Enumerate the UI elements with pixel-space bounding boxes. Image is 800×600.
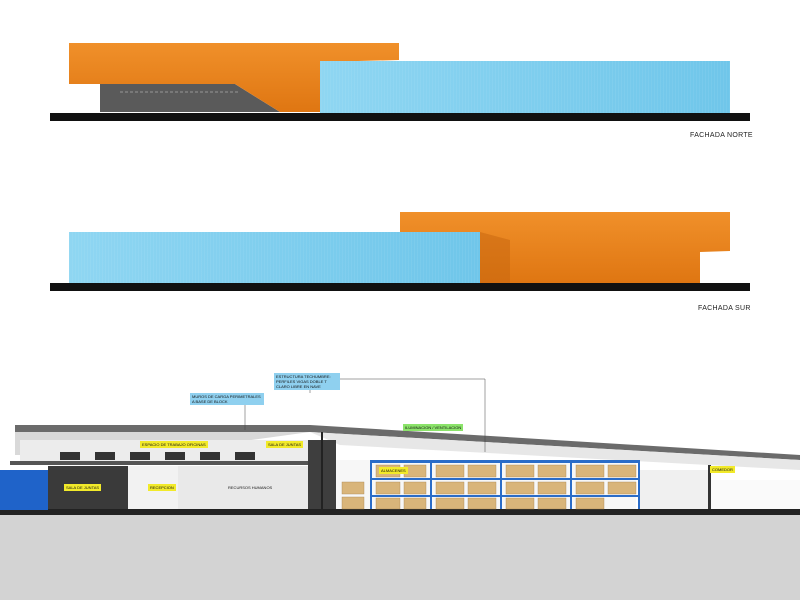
section-upper-slab — [10, 461, 330, 465]
south-facade-shadow — [480, 232, 510, 283]
north-facade-ground-line — [50, 113, 750, 121]
room-dining: COMEDOR — [710, 466, 735, 473]
south-facade — [50, 212, 750, 291]
north-facade-dark-volume — [100, 84, 280, 112]
building-section — [0, 374, 800, 600]
callout-walls: MUROS DE CARGA PERIMETRALES A BASE DE BL… — [190, 393, 264, 405]
callout-structure: ESTRUCTURA TECHUMBRE: PERFILES VIGAS DOB… — [274, 373, 340, 390]
section-roof-right-underside — [310, 432, 800, 470]
room-office-space: ESPACIO DE TRABAJO OFICINAS — [140, 441, 208, 448]
north-facade-label: FACHADA NORTE — [690, 132, 753, 139]
section-warehouse-racks — [370, 460, 640, 509]
section-roof-right — [310, 425, 800, 460]
room-hr: RECURSOS HUMANOS — [228, 485, 273, 490]
callout-lighting: ILUMINACION / VENTILACION — [403, 424, 464, 431]
south-facade-ground-line — [50, 283, 750, 291]
section-office-desks — [60, 452, 255, 460]
section-base — [0, 515, 800, 600]
section-ground-line — [0, 509, 800, 515]
north-facade-orange-volume — [69, 43, 399, 112]
section-dining-room — [640, 470, 710, 509]
north-facade — [50, 43, 750, 121]
section-right-ext — [711, 480, 800, 509]
section-hr-room — [178, 466, 308, 509]
room-storage: ALMACENES — [379, 467, 408, 474]
room-reception: RECEPCION — [148, 484, 176, 491]
room-meeting-upper: SALA DE JUNTAS — [266, 441, 304, 448]
south-facade-label: FACHADA SUR — [698, 305, 751, 312]
section-left-blue-wall — [0, 470, 48, 510]
room-meeting-lower: SALA DE JUNTAS — [64, 484, 102, 491]
section-warehouse-boxes — [341, 464, 637, 510]
section-roof-left — [15, 425, 310, 432]
